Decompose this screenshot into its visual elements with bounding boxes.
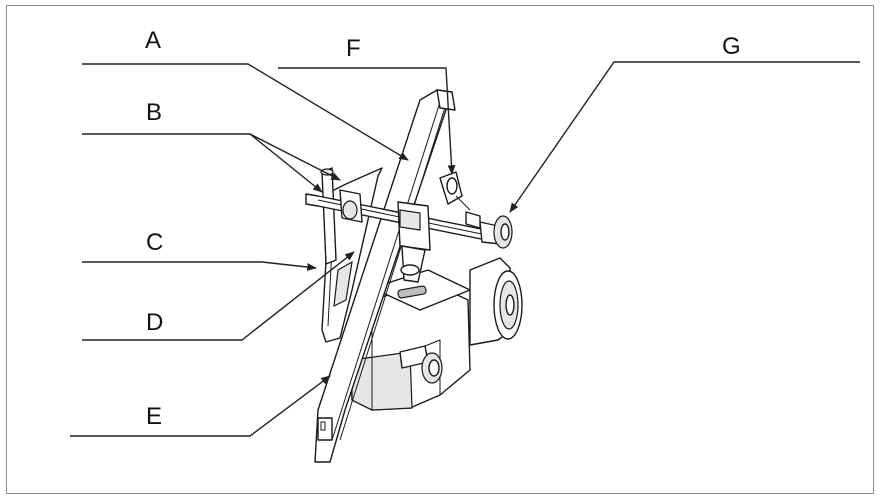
leader-C — [82, 261, 317, 271]
label-E: E — [146, 403, 162, 430]
label-A: A — [145, 27, 161, 54]
leader-B — [82, 133, 323, 193]
leader-D — [82, 251, 355, 341]
label-D: D — [146, 309, 163, 336]
vertical-post — [321, 167, 337, 265]
label-G: G — [722, 33, 741, 60]
device-drawing — [305, 89, 523, 463]
back-plate-slot — [333, 260, 353, 308]
label-B: B — [146, 99, 162, 126]
leader-lines — [70, 61, 860, 437]
leader-F — [278, 67, 456, 175]
diagram-frame — [6, 5, 874, 494]
label-C: C — [146, 229, 163, 256]
leader-G — [509, 61, 860, 213]
leader-B-2 — [249, 133, 341, 181]
label-F: F — [346, 35, 361, 62]
main-rail — [314, 89, 453, 463]
leader-E — [70, 375, 331, 437]
leader-A — [82, 63, 409, 161]
labels: A F G B C D E — [145, 27, 741, 430]
